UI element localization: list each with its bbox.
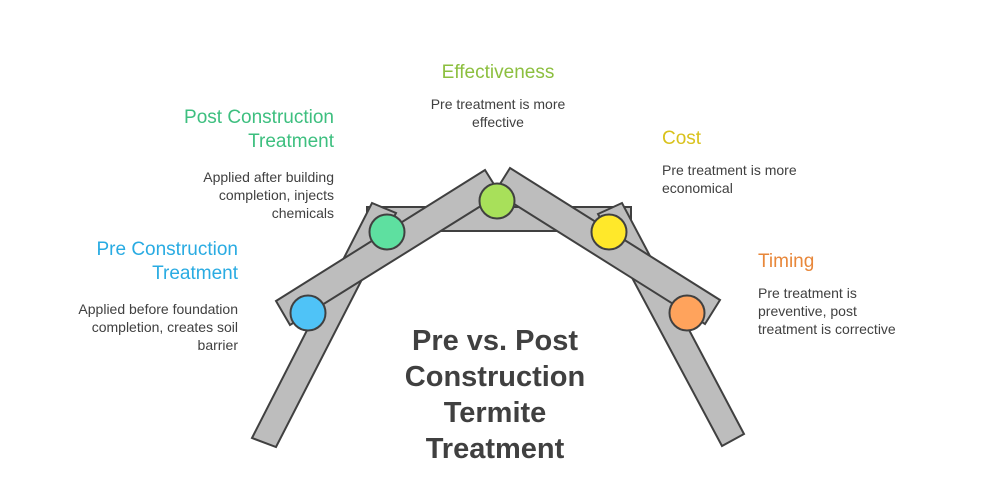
timing-block: Timing Pre treatment is preventive, post… (758, 250, 928, 338)
effectiveness-block: Effectiveness Pre treatment is more effe… (388, 61, 608, 131)
pre-construction-description: Applied before foundation completion, cr… (78, 301, 238, 353)
timing-title: Timing (758, 251, 815, 272)
effectiveness-title: Effectiveness (441, 62, 555, 83)
pre-construction-block: Pre Construction Treatment Applied befor… (70, 238, 238, 354)
timing-description: Pre treatment is preventive, post treatm… (758, 285, 896, 337)
node-cost (590, 213, 628, 251)
node-timing (668, 294, 706, 332)
node-pre-construction (289, 294, 327, 332)
cost-title: Cost (662, 128, 702, 149)
post-construction-description: Applied after building completion, injec… (203, 169, 334, 221)
diagram-title: Pre vs. Post Construction Termite Treatm… (404, 325, 586, 465)
effectiveness-description: Pre treatment is more effective (430, 96, 566, 130)
post-construction-block: Post Construction Treatment Applied afte… (160, 106, 334, 222)
cost-block: Cost Pre treatment is more economical (662, 127, 832, 197)
node-post-construction (368, 213, 406, 251)
node-effectiveness (478, 182, 516, 220)
cost-description: Pre treatment is more economical (662, 162, 797, 196)
post-construction-title: Post Construction Treatment (184, 107, 334, 152)
pre-construction-title: Pre Construction Treatment (96, 239, 238, 284)
